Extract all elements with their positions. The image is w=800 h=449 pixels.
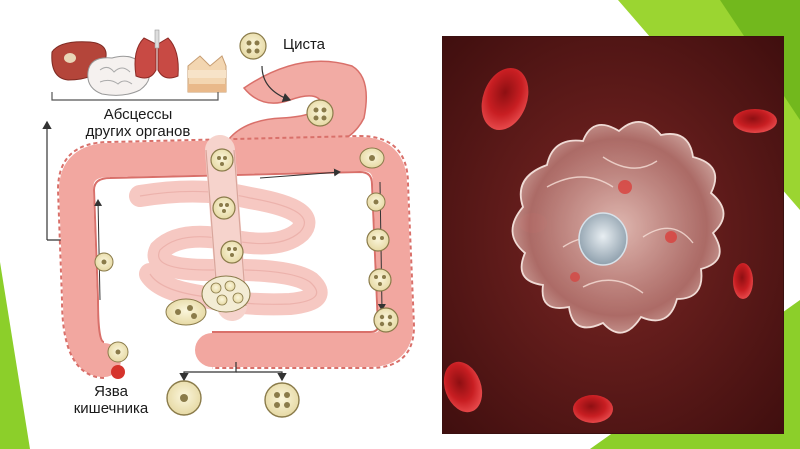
trophozoite-icon [366,192,386,212]
amoeba-illustration [443,37,783,433]
abscess-bracket [51,92,219,101]
flow-arrow [261,65,292,103]
cyst-icon [368,268,392,292]
cyst-icon [220,240,244,264]
label-abscess: Абсцессы других органов [58,106,218,140]
flow-arrow [179,362,237,382]
cyst-icon [264,382,300,418]
cyst-icon [210,148,234,172]
trophozoite-icon [107,341,129,363]
cyst-cluster [201,275,251,313]
trophozoite-icon [166,380,202,416]
red-blood-cell [733,109,777,133]
flow-arrow [259,168,341,179]
trophozoite-icon [165,298,207,326]
label-ulcer-line1: Язва [94,383,128,400]
trophozoite-icon [359,147,385,169]
trophozoite-icon [94,252,114,272]
amoeba-life-cycle-diagram [42,29,416,418]
red-blood-cell [733,263,753,299]
ulcer-mark [111,365,125,379]
skin-icon [187,55,227,93]
cyst-icon [373,307,399,333]
red-blood-cell [443,361,483,413]
cyst-icon [212,196,236,220]
flow-arrow [236,371,287,382]
green-accent-left [0,262,30,449]
nucleus [578,212,628,266]
label-cyst: Циста [283,36,326,53]
label-ulcer-line2: кишечника [73,400,149,417]
lungs-icon [134,29,179,79]
cyst-icon [306,99,334,127]
cyst-icon [366,228,390,252]
red-blood-cell [573,395,613,423]
cyst-icon [239,32,267,60]
label-abscess-line2: других органов [85,123,191,140]
flow-arrow [94,199,103,301]
amoeba-body [511,121,725,334]
brain-icon [87,55,150,96]
red-blood-cell [481,68,529,130]
label-abscess-line1: Абсцессы [103,106,173,123]
label-ulcer: Язва кишечника [56,383,166,417]
